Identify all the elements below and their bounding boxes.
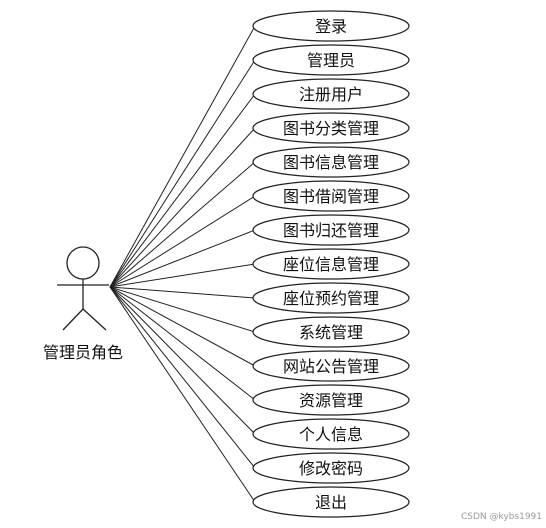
- use-case-ellipse: [252, 214, 410, 246]
- use-case-label: 个人信息: [299, 425, 363, 444]
- use-case-ellipse: [252, 452, 410, 484]
- association-line: [109, 286, 256, 367]
- actor-left-leg: [62, 308, 84, 331]
- use-case-ellipse: [252, 146, 410, 178]
- use-case-ellipse: [252, 44, 410, 76]
- use-case-label: 座位预约管理: [283, 289, 379, 308]
- association-line: [109, 263, 256, 288]
- use-case-label: 资源管理: [299, 391, 363, 410]
- use-case-label: 注册用户: [299, 85, 363, 104]
- use-case: 图书分类管理: [252, 112, 410, 144]
- use-case-ellipse: [252, 384, 410, 416]
- association-line: [109, 286, 256, 469]
- use-case: 座位信息管理: [252, 248, 410, 280]
- association-line: [109, 195, 256, 288]
- use-case: 图书信息管理: [252, 146, 410, 178]
- use-case-label: 登录: [315, 17, 347, 36]
- association-line: [109, 161, 256, 288]
- use-case-ellipse: [252, 486, 410, 518]
- use-case: 退出: [252, 486, 410, 518]
- use-case: 图书归还管理: [252, 214, 410, 246]
- watermark: CSDN @kybs1991: [460, 512, 542, 522]
- use-case: 系统管理: [252, 316, 410, 348]
- association-line: [109, 59, 256, 288]
- use-case-ellipse: [252, 316, 410, 348]
- actor-head: [66, 246, 100, 280]
- use-case: 资源管理: [252, 384, 410, 416]
- use-case: 管理员: [252, 44, 410, 76]
- use-case-label: 系统管理: [299, 323, 363, 342]
- association-line: [109, 127, 256, 288]
- use-case-ellipse: [252, 350, 410, 382]
- use-case-ellipse: [252, 248, 410, 280]
- association-line: [109, 286, 256, 503]
- use-case-ellipse: [252, 10, 410, 42]
- use-case-label: 图书信息管理: [283, 153, 379, 172]
- association-line: [109, 93, 256, 288]
- actor-right-leg: [82, 308, 107, 331]
- use-case-label: 网站公告管理: [283, 357, 379, 376]
- actor-label: 管理员角色: [43, 343, 123, 362]
- association-line: [109, 229, 256, 288]
- use-case-ellipse: [252, 78, 410, 110]
- use-case-ellipse: [252, 112, 410, 144]
- association-lines: [109, 25, 256, 503]
- actor: 管理员角色: [43, 246, 123, 362]
- association-line: [109, 286, 256, 333]
- use-case: 图书借阅管理: [252, 180, 410, 212]
- use-case-label: 修改密码: [299, 459, 363, 478]
- use-case: 个人信息: [252, 418, 410, 450]
- use-case-ellipse: [252, 282, 410, 314]
- use-case: 网站公告管理: [252, 350, 410, 382]
- association-line: [109, 25, 256, 288]
- association-line: [109, 286, 256, 435]
- use-case: 注册用户: [252, 78, 410, 110]
- use-case-label: 图书归还管理: [283, 221, 379, 240]
- use-case-label: 退出: [315, 493, 347, 512]
- use-case-list: 登录管理员注册用户图书分类管理图书信息管理图书借阅管理图书归还管理座位信息管理座…: [252, 10, 410, 518]
- use-case: 修改密码: [252, 452, 410, 484]
- use-case: 登录: [252, 10, 410, 42]
- use-case-label: 图书分类管理: [283, 119, 379, 138]
- use-case-label: 管理员: [307, 51, 355, 70]
- use-case-label: 图书借阅管理: [283, 187, 379, 206]
- use-case: 座位预约管理: [252, 282, 410, 314]
- association-line: [109, 286, 256, 299]
- use-case-label: 座位信息管理: [283, 255, 379, 274]
- association-line: [109, 286, 256, 401]
- use-case-ellipse: [252, 418, 410, 450]
- use-case-ellipse: [252, 180, 410, 212]
